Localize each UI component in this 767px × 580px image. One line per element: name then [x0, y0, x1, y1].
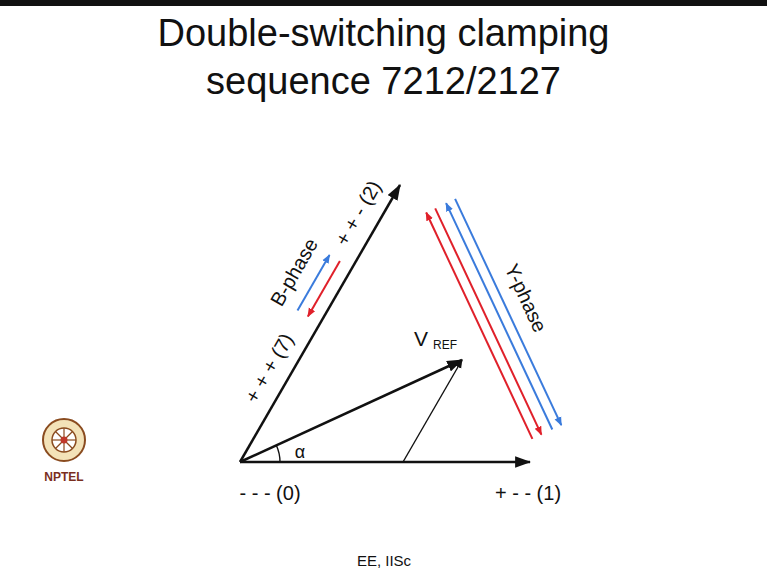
phase-label: B-phase [267, 234, 322, 309]
y-phase-arrow [446, 203, 552, 429]
reference-symbol: V [414, 328, 428, 349]
angle-arc [276, 445, 280, 462]
slide-title: Double-switching clamping sequence 7212/… [104, 10, 664, 105]
top-bar [0, 0, 767, 6]
y-phase-arrow [455, 199, 561, 425]
vector-label: + + + (7) [241, 330, 296, 406]
nptel-emblem [43, 419, 85, 461]
vector-label: + - - (1) [495, 483, 561, 503]
footer-text: EE, IISc [357, 553, 411, 568]
component-line [403, 360, 462, 462]
vector-1 [240, 461, 530, 464]
vector-label: + + - (2) [332, 177, 385, 249]
logo-text: NPTEL [44, 471, 83, 483]
angle-label: α [295, 443, 305, 461]
vector-label: - - - (0) [239, 483, 300, 503]
y-phase-arrow [426, 213, 532, 439]
vector-2 [240, 185, 400, 462]
phase-label: Y-phase [502, 261, 551, 335]
b-phase-arrow [308, 261, 340, 316]
reference-subscript: REF [433, 339, 457, 351]
